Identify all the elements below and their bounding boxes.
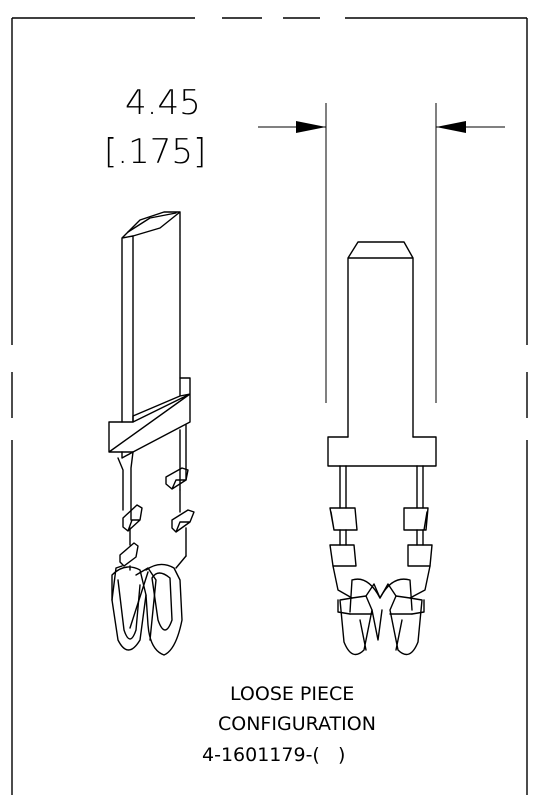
drawing-frame	[11, 17, 528, 795]
dimension-arrow-right	[436, 121, 466, 133]
dimension-arrow-left	[296, 121, 326, 133]
note-line-1: LOOSE PIECE	[230, 683, 354, 705]
configuration-note: LOOSE PIECE CONFIGURATION 4-1601179-( )	[202, 683, 376, 766]
width-dimension: 4.45 [.175]	[104, 83, 505, 403]
contact-isometric-view	[108, 211, 195, 656]
dimension-imperial: [.175]	[104, 132, 206, 172]
note-line-2: CONFIGURATION	[218, 713, 376, 735]
note-line-3: 4-1601179-( )	[202, 744, 345, 766]
contact-front-view	[327, 241, 437, 656]
dimension-metric: 4.45	[125, 83, 201, 123]
